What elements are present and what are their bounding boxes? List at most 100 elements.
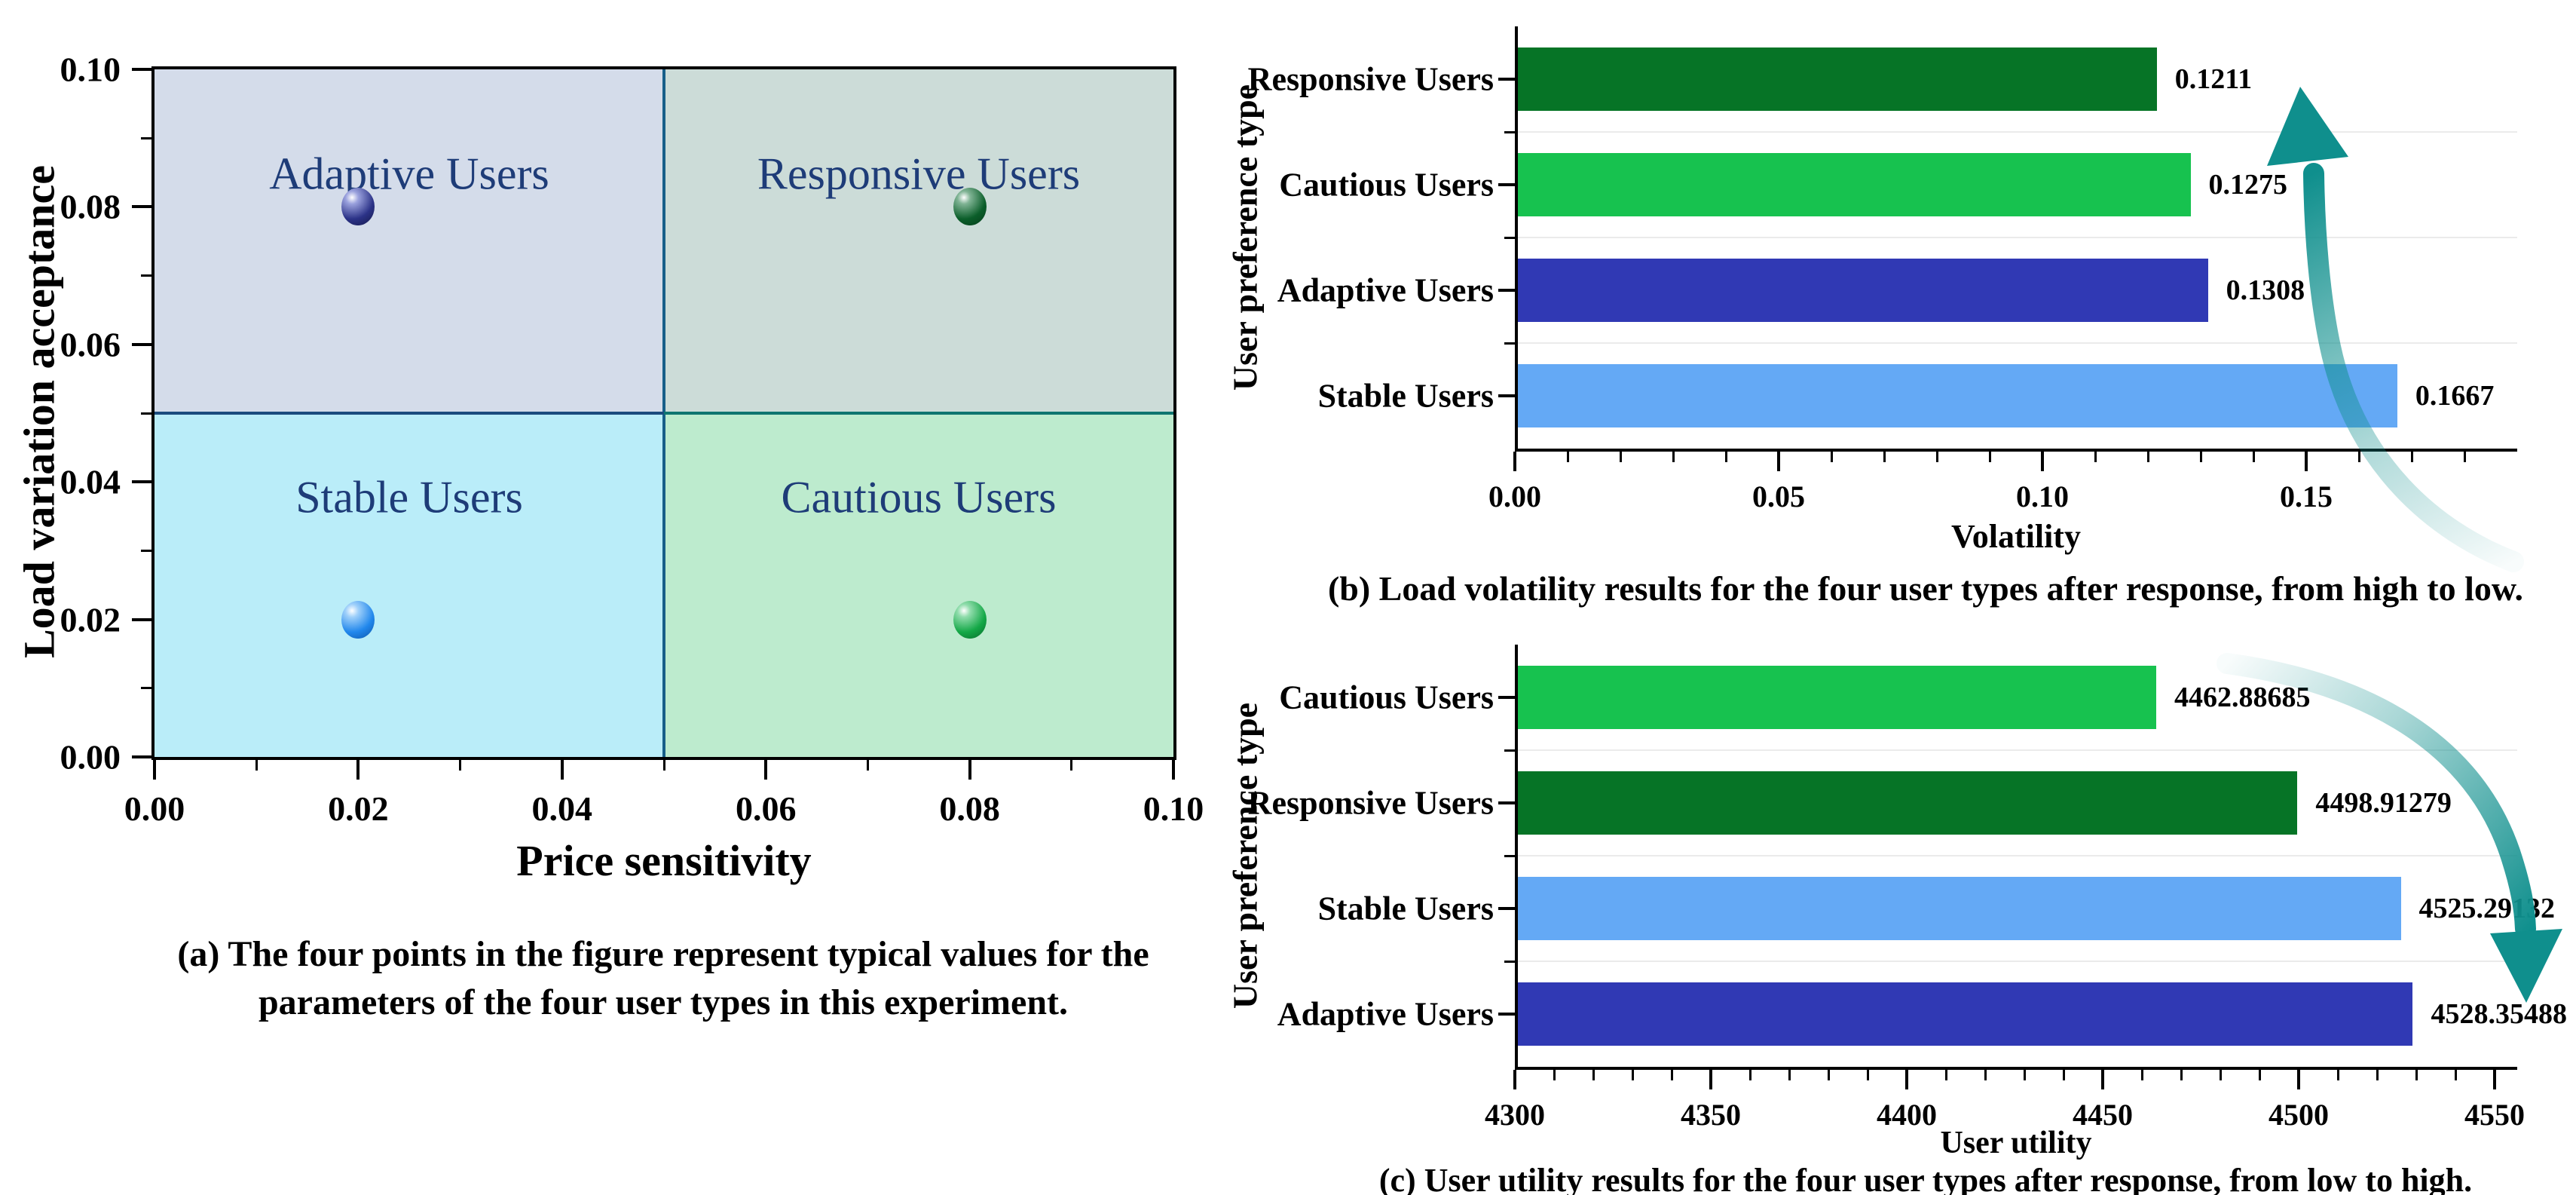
panel-a-y-major-tick — [132, 205, 151, 209]
panel-a-y-major-tick — [132, 617, 151, 621]
panelB-y-minor-tick — [1504, 130, 1515, 133]
bar-value-adaptive-users: 4528.35488 — [2431, 998, 2567, 1030]
panelC-gridline — [1518, 855, 2517, 856]
panelB-x-minor-tick — [1830, 452, 1833, 462]
panelC-x-minor-tick — [1553, 1070, 1556, 1080]
panelC-x-minor-tick — [2062, 1070, 2065, 1080]
panelB-gridline — [1518, 237, 2517, 238]
panelB-gridline — [1518, 342, 2517, 344]
bar-responsive-users — [1518, 47, 2157, 111]
bar-cautious-users — [1518, 153, 2191, 216]
bar-responsive-users — [1518, 771, 2298, 835]
panelC-x-minor-tick — [2140, 1070, 2143, 1080]
panel-a-x-minor-tick — [459, 760, 462, 771]
quadrant-label-responsive-users: Responsive Users — [757, 149, 1081, 199]
panelC-x-tick-label: 4350 — [1681, 1098, 1741, 1132]
bar-value-cautious-users: 0.1275 — [2208, 169, 2288, 201]
panelB-x-minor-tick — [1566, 452, 1569, 462]
panel-b-caption: (b) Load volatility results for the four… — [1327, 569, 2524, 608]
bar-cautious-users — [1518, 666, 2156, 729]
panelC-x-tick-label: 4550 — [2464, 1098, 2525, 1132]
panel-a-y-axis-label: Load variation acceptance — [14, 164, 64, 659]
panelC-x-minor-tick — [1866, 1070, 1869, 1080]
panel-a-x-minor-tick — [662, 760, 665, 771]
panel-a-x-major-tick — [560, 760, 564, 780]
panelC-x-major-tick — [1905, 1070, 1908, 1089]
panel-a-y-minor-tick — [141, 687, 151, 690]
panel-a-caption-line-2: parameters of the four user types in thi… — [258, 982, 1069, 1022]
panelB-x-major-tick — [1777, 452, 1780, 471]
panelC-gridline — [1518, 749, 2517, 751]
panelC-y-major-tick — [1498, 696, 1515, 699]
panelC-x-axis-line — [1515, 1067, 2517, 1070]
data-point-cautious-users — [953, 600, 987, 639]
panel-a-x-minor-tick — [255, 760, 258, 771]
panelB-x-minor-tick — [1988, 452, 1991, 462]
panelB-x-minor-tick — [2410, 452, 2413, 462]
panelC-x-major-tick — [2101, 1070, 2104, 1089]
panelC-x-major-tick — [2493, 1070, 2496, 1089]
category-label-cautious-users: Cautious Users — [1279, 679, 1494, 716]
panelB-x-tick-label: 0.15 — [2280, 480, 2333, 513]
data-point-adaptive-users — [341, 188, 375, 226]
panelB-y-minor-tick — [1504, 236, 1515, 239]
quadrant-divider-horizontal-right — [664, 412, 1173, 415]
panelB-x-major-tick — [1513, 452, 1516, 471]
panelC-x-minor-tick — [2454, 1070, 2457, 1080]
panelB-y-axis-line — [1515, 26, 1518, 452]
quadrant-label-stable-users: Stable Users — [295, 472, 523, 522]
panelC-y-major-tick — [1498, 801, 1515, 804]
panelB-y-major-tick — [1498, 394, 1515, 397]
panel-a-y-major-tick — [132, 755, 151, 758]
panel-a-x-tick-label: 0.06 — [735, 789, 797, 828]
bar-value-adaptive-users: 0.1308 — [2226, 274, 2305, 306]
panelC-x-major-tick — [1513, 1070, 1516, 1089]
bar-value-cautious-users: 4462.88685 — [2174, 682, 2311, 713]
panelB-gridline — [1518, 131, 2517, 133]
panelB-x-minor-tick — [1619, 452, 1622, 462]
bar-stable-users — [1518, 364, 2397, 427]
panelC-x-minor-tick — [1748, 1070, 1751, 1080]
panelC-x-minor-tick — [1788, 1070, 1791, 1080]
panelB-x-minor-tick — [2094, 452, 2097, 462]
panel-a-x-tick-label: 0.10 — [1143, 789, 1204, 828]
panelC-x-minor-tick — [2180, 1070, 2183, 1080]
panel-a-y-major-tick — [132, 480, 151, 484]
bar-value-responsive-users: 4498.91279 — [2315, 787, 2452, 819]
panel-b-x-axis-label: Volatility — [1951, 518, 2081, 555]
category-label-adaptive-users: Adaptive Users — [1277, 271, 1494, 309]
panelB-x-tick-label: 0.10 — [2016, 480, 2069, 513]
panelB-y-minor-tick — [1504, 342, 1515, 345]
panel-a-y-tick-label: 0.00 — [60, 737, 121, 777]
quadrant-cautious-users — [664, 413, 1173, 757]
panelC-x-minor-tick — [2219, 1070, 2222, 1080]
panelC-x-minor-tick — [1827, 1070, 1830, 1080]
panelB-x-minor-tick — [2199, 452, 2202, 462]
panel-b-y-axis-label: User preference type — [1225, 84, 1265, 391]
panelB-x-tick-label: 0.05 — [1752, 480, 1805, 513]
panelB-x-minor-tick — [1935, 452, 1938, 462]
bar-adaptive-users — [1518, 982, 2413, 1046]
panelC-x-minor-tick — [2415, 1070, 2418, 1080]
bar-adaptive-users — [1518, 259, 2208, 322]
panel-a-x-major-tick — [968, 760, 971, 780]
panelC-x-major-tick — [2297, 1070, 2300, 1089]
panelB-x-minor-tick — [2357, 452, 2360, 462]
panel-a-caption-line-1: (a) The four points in the figure repres… — [177, 934, 1149, 974]
panelC-y-minor-tick — [1504, 960, 1515, 963]
panelB-x-minor-tick — [1672, 452, 1675, 462]
panel-a-x-major-tick — [1172, 760, 1175, 780]
panelC-x-minor-tick — [2376, 1070, 2379, 1080]
panelB-x-major-tick — [2305, 452, 2308, 471]
trend-arrow-up-head — [2267, 87, 2348, 166]
quadrant-label-cautious-users: Cautious Users — [781, 472, 1057, 522]
panelB-y-major-tick — [1498, 78, 1515, 81]
panel-a-x-tick-label: 0.04 — [531, 789, 593, 828]
panelC-x-minor-tick — [2258, 1070, 2261, 1080]
category-label-adaptive-users: Adaptive Users — [1277, 995, 1494, 1033]
panelC-x-major-tick — [1709, 1070, 1712, 1089]
category-label-responsive-users: Responsive Users — [1247, 784, 1494, 822]
panelC-y-major-tick — [1498, 1013, 1515, 1016]
panel-a-x-major-tick — [153, 760, 156, 780]
